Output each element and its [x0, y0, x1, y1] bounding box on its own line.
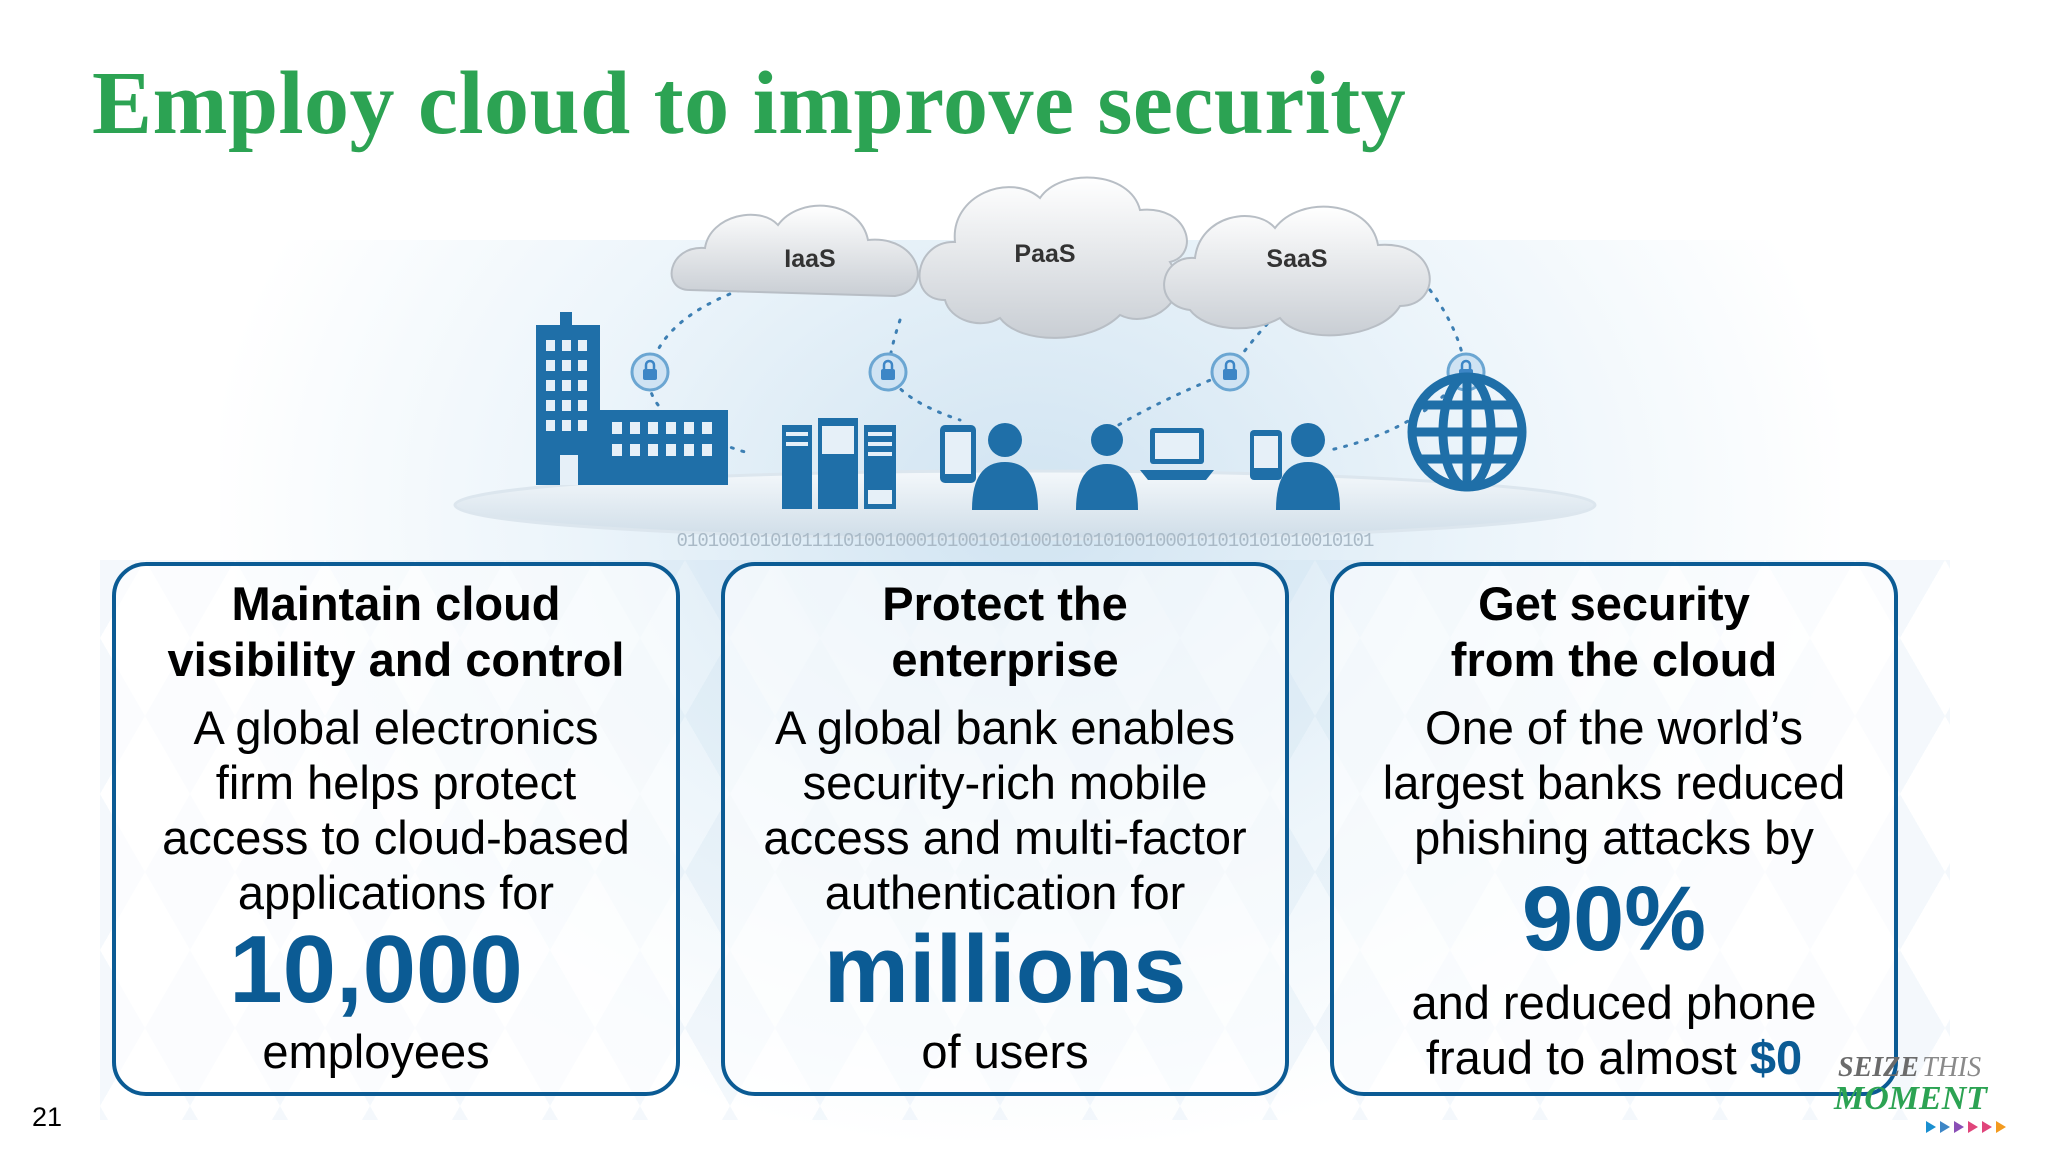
logo-word-this: THIS	[1922, 1052, 1982, 1083]
text-line: of users	[921, 1025, 1089, 1078]
stat-value: 90%	[1521, 868, 1707, 970]
cloud-label-saas: SaaS	[1266, 245, 1327, 273]
card-description: One of the world’s largest banks reduced…	[1334, 700, 1894, 865]
binary-strip: 0101001010101111010010001010010101001010…	[677, 530, 1375, 552]
lock-icon	[630, 352, 670, 392]
globe-icon	[1407, 372, 1527, 492]
page-number: 21	[32, 1102, 63, 1132]
text-line: phishing attacks by	[1414, 811, 1814, 864]
card-footer-text: and reduced phone fraud to almost $0	[1334, 975, 1894, 1085]
text-line: authentication for	[824, 866, 1186, 919]
heading-line: enterprise	[891, 633, 1119, 686]
text-line: employees	[262, 1025, 490, 1078]
cloud-saas	[1163, 205, 1431, 337]
text-line: One of the world’s	[1425, 701, 1803, 754]
logo-word-seize: SEIZE	[1838, 1052, 1919, 1083]
cloud-label-iaas: IaaS	[784, 245, 835, 273]
logo-arrows-icon	[1926, 1121, 2006, 1133]
text-line: security-rich mobile	[802, 756, 1208, 809]
card-description: A global electronics firm helps protect …	[116, 700, 676, 920]
text-line: fraud to almost	[1425, 1031, 1750, 1084]
lock-icon	[1210, 352, 1250, 392]
card-description: A global bank enables security-rich mobi…	[725, 700, 1285, 920]
card-security-from-cloud: Get security from the cloud One of the w…	[1330, 562, 1898, 1096]
heading-line: Maintain cloud	[231, 577, 561, 630]
text-line: and reduced phone	[1411, 976, 1817, 1029]
stat-value: 10,000	[229, 916, 523, 1023]
card-heading: Get security from the cloud	[1334, 566, 1894, 688]
heading-line: visibility and control	[167, 633, 625, 686]
cloud-security-illustration: 0101001010101111010010001010010101001010…	[453, 176, 1597, 552]
text-line: access to cloud-based	[162, 811, 630, 864]
mobile-user-icon	[940, 423, 1038, 510]
card-footer-text: employees	[116, 1024, 636, 1079]
card-heading: Protect the enterprise	[725, 566, 1285, 688]
heading-line: Protect the	[882, 577, 1128, 630]
laptop-user-icon	[1076, 424, 1214, 510]
logo-word-moment: MOMENT	[1834, 1080, 1988, 1117]
text-line: applications for	[237, 866, 555, 919]
phone-user-icon	[1250, 423, 1340, 510]
heading-line: from the cloud	[1450, 633, 1778, 686]
inline-stat-value: $0	[1749, 1031, 1803, 1084]
cloud-paas	[918, 176, 1188, 339]
lock-icon	[868, 352, 908, 392]
text-line: firm helps protect	[215, 756, 577, 809]
card-footer-text: of users	[725, 1024, 1285, 1079]
cloud-iaas	[670, 204, 919, 298]
stat-value: millions	[823, 916, 1187, 1023]
slide-title: Employ cloud to improve security	[92, 54, 1407, 153]
heading-line: Get security	[1478, 577, 1750, 630]
text-line: A global electronics	[193, 701, 599, 754]
server-rack-icon	[782, 418, 896, 509]
text-line: A global bank enables	[775, 701, 1235, 754]
office-building-icon	[536, 312, 728, 485]
text-line: largest banks reduced	[1382, 756, 1846, 809]
card-heading: Maintain cloud visibility and control	[116, 566, 676, 688]
card-protect-enterprise: Protect the enterprise A global bank ena…	[721, 562, 1289, 1096]
card-cloud-visibility: Maintain cloud visibility and control A …	[112, 562, 680, 1096]
text-line: access and multi-factor	[763, 811, 1247, 864]
seize-this-moment-logo: SEIZE THIS MOMENT	[1834, 1050, 2010, 1134]
cloud-label-paas: PaaS	[1014, 240, 1075, 268]
